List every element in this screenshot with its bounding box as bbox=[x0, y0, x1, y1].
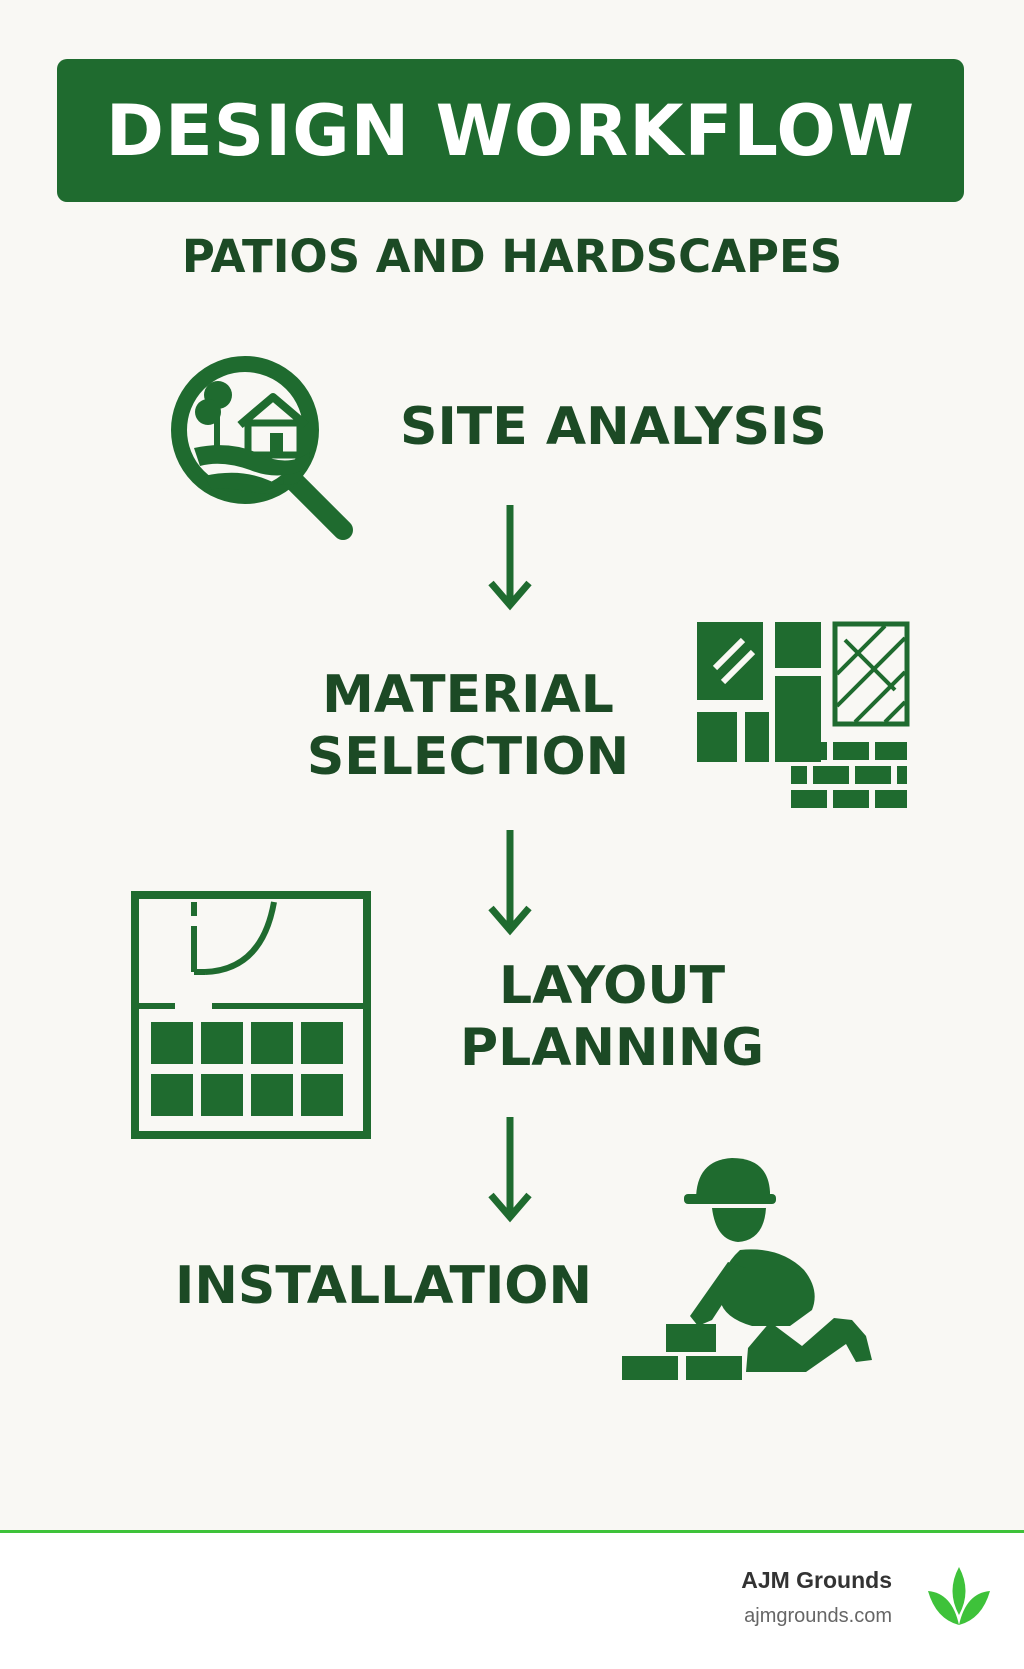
page-subtitle: PATIOS AND HARDSCAPES bbox=[181, 230, 843, 283]
worker-laying-bricks-icon bbox=[622, 1158, 872, 1380]
arrow-down-icon bbox=[488, 505, 532, 611]
floor-plan-icon bbox=[131, 891, 371, 1139]
page-title: DESIGN WORKFLOW bbox=[105, 89, 916, 172]
step-material-selection: MATERIAL SELECTION bbox=[298, 664, 638, 788]
step-installation-line-1: INSTALLATION bbox=[175, 1256, 593, 1316]
step-material-selection-line-2: SELECTION bbox=[306, 727, 630, 787]
step-site-analysis: SITE ANALYSIS bbox=[400, 396, 827, 458]
arrow-down-icon bbox=[488, 1117, 532, 1223]
brand-name: AJM Grounds bbox=[741, 1567, 892, 1593]
footer: AJM Grounds ajmgrounds.com bbox=[0, 1530, 1024, 1669]
title-banner: DESIGN WORKFLOW bbox=[57, 59, 964, 202]
arrow-down-icon bbox=[488, 830, 532, 936]
step-layout-planning-line-2: PLANNING bbox=[459, 1018, 765, 1078]
step-material-selection-line-1: MATERIAL bbox=[322, 665, 614, 725]
magnifier-house-icon bbox=[171, 356, 353, 540]
step-installation: INSTALLATION bbox=[175, 1255, 592, 1317]
step-layout-planning-line-1: LAYOUT bbox=[498, 956, 726, 1016]
brand-url: ajmgrounds.com bbox=[744, 1605, 892, 1627]
step-layout-planning: LAYOUT PLANNING bbox=[452, 955, 772, 1079]
paving-materials-icon bbox=[697, 621, 910, 808]
step-site-analysis-line-1: SITE ANALYSIS bbox=[400, 397, 827, 457]
leaf-logo-icon bbox=[928, 1567, 990, 1625]
